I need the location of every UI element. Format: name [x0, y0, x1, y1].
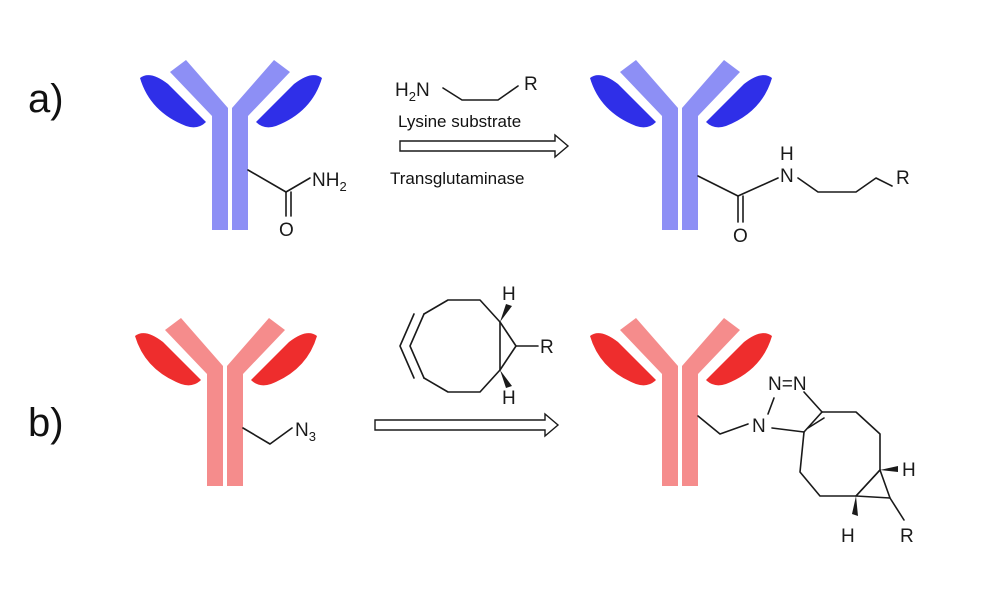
heavy-chain-right-arm [232, 60, 290, 230]
reaction-arrow-b [374, 412, 560, 438]
product-r-group-b: R [900, 526, 914, 547]
light-chain-right [706, 333, 772, 386]
azide-label: N3 [295, 420, 316, 444]
triazole-conjugate: N N=N H H R [697, 374, 916, 547]
heavy-chain-left-arm [620, 60, 678, 230]
product-nh-hydrogen: H [780, 144, 794, 165]
product-oxygen: O [733, 226, 748, 247]
light-chain-right [251, 333, 317, 386]
amide-nh2: NH2 [312, 170, 347, 194]
heavy-chain-left-arm [170, 60, 228, 230]
triazole-n-n: N=N [768, 374, 807, 395]
panel-a-label: a) [28, 77, 64, 121]
heavy-chain-right-arm [682, 60, 740, 230]
amide-oxygen: O [279, 220, 294, 241]
heavy-chain-left-arm [165, 318, 223, 486]
light-chain-left [135, 333, 201, 386]
bcn-alkyne-structure: H H R [399, 284, 554, 409]
light-chain-left [590, 333, 656, 386]
reagent-name: Lysine substrate [398, 112, 521, 131]
heavy-chain-right-arm [682, 318, 740, 486]
reagent-r-group: R [524, 74, 538, 95]
bcn-r-group: R [540, 337, 554, 358]
light-chain-right [706, 75, 772, 128]
bcn-h-bottom: H [502, 388, 516, 409]
isopeptide-linkage: O H N R [697, 144, 910, 247]
product-nh-nitrogen: N [780, 166, 794, 187]
heavy-chain-left-arm [620, 318, 678, 486]
panel-b-label: b) [28, 401, 64, 445]
lysine-substrate-structure: H2N R [395, 74, 538, 104]
product-h-right: H [902, 460, 916, 481]
triazole-ring-n: N [752, 416, 766, 437]
light-chain-left [140, 75, 206, 128]
light-chain-right [256, 75, 322, 128]
reaction-arrow-a [399, 133, 570, 159]
antibody-blue-reactant [140, 60, 322, 230]
product-h-bottom: H [841, 526, 855, 547]
antibody-blue-product [590, 60, 772, 230]
azide-handle: N3 [242, 420, 316, 445]
light-chain-left [590, 75, 656, 128]
heavy-chain-right-arm [227, 318, 285, 486]
catalyst-label: Transglutaminase [390, 169, 525, 188]
bcn-h-top: H [502, 284, 516, 305]
antibody-red-product [590, 318, 772, 486]
glutamine-amide: NH2 O [247, 169, 347, 241]
antibody-red-reactant [135, 318, 317, 486]
product-r-group: R [896, 168, 910, 189]
amine-label: H2N [395, 80, 430, 104]
